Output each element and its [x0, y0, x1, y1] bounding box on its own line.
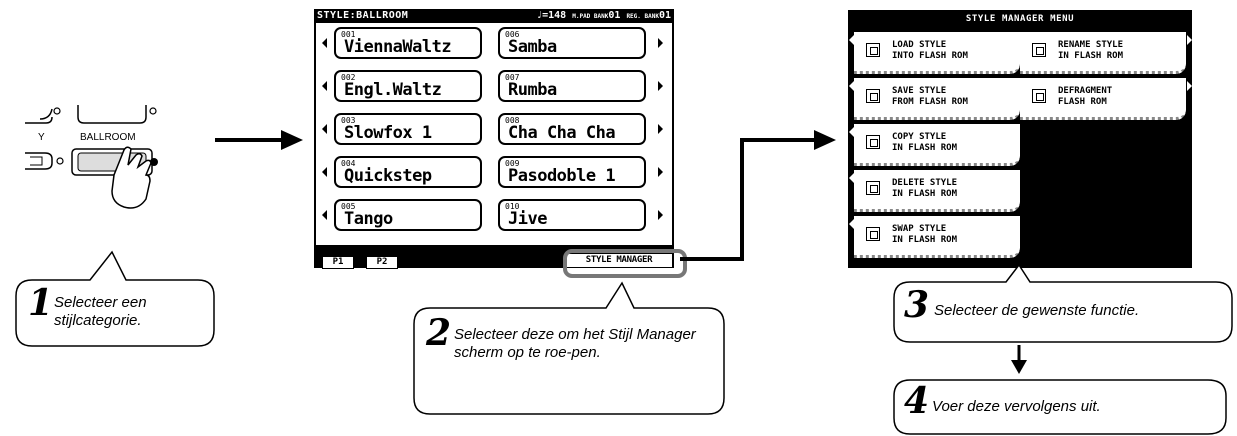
left-arrow-icon	[849, 173, 854, 183]
step-number: 1	[28, 282, 54, 324]
right-arrow-icon	[1187, 81, 1192, 91]
step-number: 2	[426, 312, 452, 354]
mpad-value: 01	[608, 10, 621, 21]
connector-arrow-icon	[680, 130, 836, 261]
panel-label-y: Y	[38, 132, 45, 143]
tab-p2[interactable]: P2	[366, 256, 398, 269]
tempo-value: =148	[542, 10, 567, 21]
step-text: Selecteer een stijlcategorie.	[54, 294, 147, 329]
right-arrow-icon	[1187, 35, 1192, 45]
left-arrow-icon	[322, 81, 327, 91]
step-number: 3	[904, 284, 930, 326]
copy-icon	[866, 135, 880, 149]
step-text: Selecteer deze om het Stijl Manager sche…	[454, 326, 696, 361]
right-arrow-icon	[658, 167, 663, 177]
right-arrow-icon	[658, 210, 663, 220]
left-arrow-icon	[322, 167, 327, 177]
arrow-right-icon	[215, 130, 303, 150]
reg-value: 01	[658, 10, 671, 21]
left-arrow-icon	[849, 219, 854, 229]
left-arrow-icon	[322, 38, 327, 48]
panel-illustration	[25, 105, 158, 209]
screen-title: STYLE:BALLROOM	[317, 10, 409, 21]
swap-icon	[866, 227, 880, 241]
left-arrow-icon	[849, 127, 854, 137]
step-text: Selecteer de gewenste functie.	[934, 302, 1140, 319]
step-number: 4	[904, 380, 930, 422]
defragment-icon	[1032, 89, 1046, 103]
reg-label: REG. BANK	[626, 13, 659, 20]
mpad-label: M.PAD BANK	[572, 13, 609, 20]
screen-title: STYLE MANAGER MENU	[965, 14, 1075, 24]
panel-label-ballroom: BALLROOM	[80, 132, 136, 143]
save-icon	[866, 89, 880, 103]
right-arrow-icon	[658, 124, 663, 134]
left-arrow-icon	[849, 81, 854, 91]
metronome-icon: ♩	[536, 10, 543, 21]
delete-icon	[866, 181, 880, 195]
highlight-outline	[563, 249, 687, 278]
style-select-screen: STYLE:BALLROOM ♩=148 M.PAD BANK01 REG. B…	[314, 9, 674, 269]
status-bar: ♩=148 M.PAD BANK01 REG. BANK01	[536, 10, 671, 21]
step-text: Voer deze vervolgens uit.	[932, 398, 1101, 415]
tab-p1[interactable]: P1	[322, 256, 354, 269]
right-arrow-icon	[658, 38, 663, 48]
left-arrow-icon	[322, 124, 327, 134]
left-arrow-icon	[322, 210, 327, 220]
left-arrow-icon	[849, 35, 854, 45]
right-arrow-icon	[658, 81, 663, 91]
rename-icon	[1032, 43, 1046, 57]
load-icon	[866, 43, 880, 57]
